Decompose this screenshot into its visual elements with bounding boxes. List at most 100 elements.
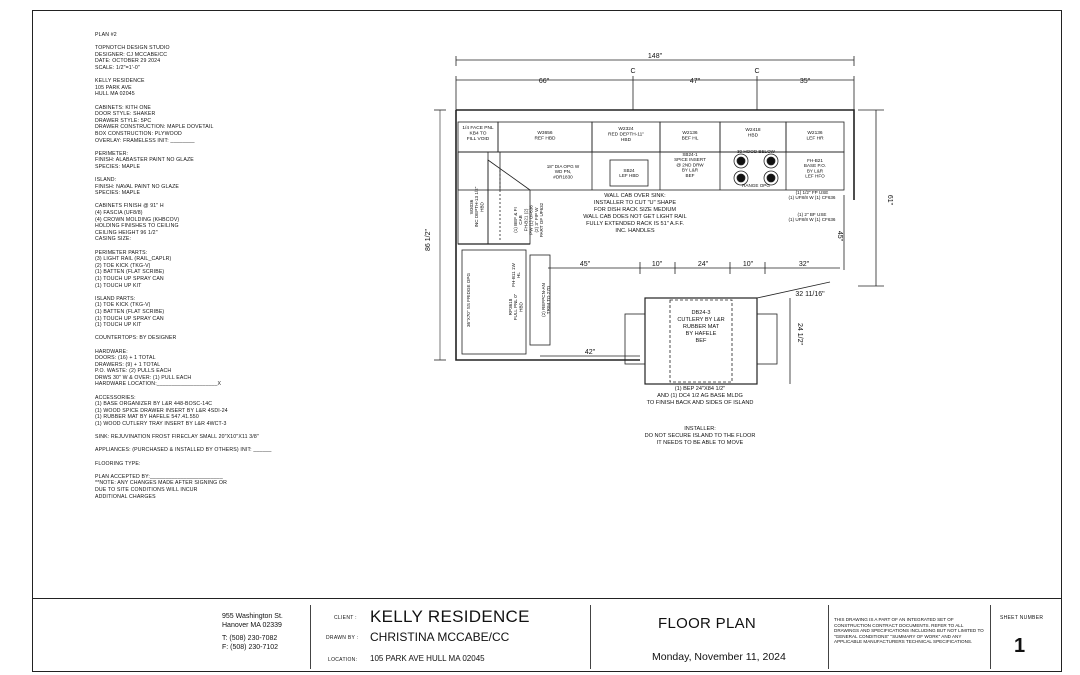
cabinet-label-line: SB24 (623, 168, 635, 173)
sheet-note-line: (1) TOUCH UP KIT (95, 322, 142, 329)
cabinet-label-line: BEF HL (682, 136, 699, 142)
sink-note-line: FOR DISH RACK SIZE MEDIUM (593, 207, 677, 213)
sheet-note-line: APPLIANCES: (PURCHASED & INSTALLED BY OT… (95, 447, 272, 454)
sheet-note-line: (1) BATTEN (FLAT SCRIBE) (95, 269, 165, 276)
drawing-date: Monday, November 11, 2024 (652, 651, 786, 663)
sheet-note-line: ACCESSORIES: (95, 394, 136, 401)
sink-note-line: INSTALLER TO CUT "U" SHAPE (593, 200, 677, 206)
sheet-note-line: HULL MA 02045 (95, 91, 135, 98)
sheet-note-line: (1) RUBBER MAT BY HAFELE 547.41.550 (95, 414, 199, 421)
cabinet-label-line: CAB (518, 215, 523, 224)
sheet-note-line: TOPNOTCH DESIGN STUDIO (95, 45, 170, 52)
sheet-note-line: (1) TOUCH UP SPRAY CAN (95, 315, 164, 322)
phone-number: T: (508) 230-7082 (222, 635, 278, 642)
sheet-number: 1 (1014, 635, 1026, 657)
cabinet-label-line: FH-B11 1W (511, 263, 516, 287)
sheet-title: FLOOR PLAN (658, 615, 757, 632)
cabinet-label-line: (2) 3" FIP W (534, 207, 539, 233)
address-line-2: Hanover MA 02339 (222, 621, 282, 629)
sheet-note-line: CABINETS: KITH ONE (95, 104, 152, 111)
sheet-note-line: (1) TOUCH UP SPRAY CAN (95, 275, 164, 282)
sheet-note-line: DOOR STYLE: SHAKER (95, 111, 156, 118)
drawn-by-value: CHRISTINA MCCABE/CC (370, 630, 510, 644)
dim-35: 35" (800, 78, 811, 85)
sheet-note-line: (2) TOE KICK (TKG-V) (95, 262, 151, 269)
cabinet-label-line: 18" DIA OPG W (547, 164, 580, 169)
sink-note-line: WALL CAB DOES NOT GET LIGHT RAIL (583, 214, 687, 220)
sheet-note-line: PLAN #2 (95, 32, 117, 38)
dim-bottom-42: 42" (585, 349, 596, 356)
sheet-note-line: (1) BASE ORGANIZER BY L&R 448-BOSC-14C (95, 401, 213, 408)
cabinet-label-line: FILL VOID (467, 136, 490, 142)
dim-run-10b: 10" (743, 261, 754, 268)
cabinet-label-line: (1) UF8/8 W (1) CF636 (789, 217, 836, 222)
dim-overall: 148" (648, 53, 663, 60)
center-mark-1: C (630, 68, 635, 75)
sheet-note-line: (1) TOE KICK (TKG-V) (95, 302, 151, 309)
sheet-note-line: PLAN ACCEPTED BY:_______________________… (95, 473, 223, 480)
cabinet-label-line: RP3618 (508, 298, 513, 315)
sheet-note-line: HOLDING FINISHES TO CEILING (95, 223, 179, 230)
dim-47: 47" (690, 78, 701, 85)
cabinet-label-line: LEF HR (806, 136, 824, 142)
cabinet-label-line: INC DEPTH-13 1/2" (474, 186, 479, 227)
cabinet-label-line: SB24-1 (682, 152, 698, 157)
cabinet-label-line: (1) 1/2" FP USE (796, 190, 829, 195)
island-label-line: RUBBER MAT (682, 324, 720, 330)
sheet-note-line: (1) BATTEN (FLAT SCRIBE) (95, 308, 165, 315)
sheet-note-line: ISLAND PARTS: (95, 295, 136, 302)
sheet-note-line: KELLY RESIDENCE (95, 78, 145, 85)
drawn-by-label: DRAWN BY : (326, 635, 359, 641)
cabinet-label-line: LEF HBD (619, 173, 639, 178)
cabinet-label-line: BEF (686, 173, 695, 178)
sheet-number-label: SHEET NUMBER (1000, 615, 1044, 621)
sheet-note-line: SINK: REJUVINATION FROST FIRECLAY SMALL … (95, 434, 259, 441)
client-label: CLIENT : (334, 615, 357, 621)
cabinet-label-line: W3036 (469, 199, 474, 214)
sheet-note-line: SCALE: 1/2"=1'-0" (95, 64, 140, 71)
sheet-note-line: DRWS 30" W & OVER: (1) PULL EACH (95, 374, 192, 381)
sheet-note-line: DRAWER STYLE: 5PC (95, 117, 152, 124)
dim-right-height: 61" (886, 195, 893, 206)
company-address: 955 Washington St. Hanover MA 02339 T: (… (222, 613, 283, 652)
cabinet-label-line: (1) BEF & FI (513, 207, 518, 233)
cabinet-label-line: BY L&R (682, 168, 699, 173)
sheet-note-line: P.O. WASTE: (2) PULLS EACH (95, 368, 172, 375)
sheet-note-line: DOORS: (16) + 1 TOTAL (95, 355, 156, 362)
cabinet-label-line: W2324 (618, 126, 634, 132)
cabinet-label-line: HBD (621, 137, 632, 143)
dim-right-lower: 45" (836, 231, 843, 242)
sheet-note-line: SPECIES: MAPLE (95, 190, 141, 197)
cabinet-label-line: PART OF UF632 (539, 202, 544, 237)
cabinet-label-line: FULL PNL 0" (513, 293, 518, 320)
title-block: 955 Washington St. Hanover MA 02339 T: (… (32, 598, 1062, 672)
island-note-line: TO FINISH BACK AND SIDES OF ISLAND (646, 400, 754, 406)
sink-note: WALL CAB OVER SINK:INSTALLER TO CUT "U" … (560, 193, 710, 235)
dim-island-32: 32 11/16" (795, 291, 825, 298)
cabinet-label-line: HBD (748, 133, 759, 139)
cabinet-label-line: HL (516, 272, 521, 278)
cabinet-label-line: (2) REFPCN-AN (541, 283, 546, 317)
sheet-note-line: FINISH: NAVAL PAINT NO GLAZE (95, 183, 180, 190)
sheet-note-line: SPECIES: MAPLE (95, 163, 141, 170)
sheet-note-line: 105 PARK AVE (95, 84, 132, 91)
client-value: KELLY RESIDENCE (370, 607, 530, 626)
cabinet-label-line: #DR1830 (553, 174, 573, 179)
sheet-note-line: CEILING HEIGHT 96 1/2" (95, 229, 158, 236)
cabinet-label-line: PW (1) OF636 (529, 205, 534, 235)
cabinet-label-line: 1/4 FACE PNL (462, 125, 494, 131)
sink-note-line: INC. HANDLES (615, 228, 655, 234)
disclaimer: THIS DRAWING IS A PART OF AN INTEGRATED … (834, 617, 984, 645)
sheet-note-line: PERIMETER: (95, 150, 129, 157)
cabinet-label-line: (1) UF8/8 W (1) CF636 (789, 195, 836, 200)
installer-note-line: INSTALLER: (684, 426, 716, 432)
sheet-note-line: OVERLAY: FRAMELESS INIT: ________ (95, 137, 195, 144)
sheet-note-line: **NOTE: ANY CHANGES MADE AFTER SIGNING O… (95, 480, 228, 487)
sheet-note-line: DATE: OCTOBER 29 2024 (95, 58, 161, 65)
sheet-note-line: PERIMETER PARTS: (95, 249, 148, 256)
island-label-line: BY HAFELE (685, 331, 717, 337)
cabinet-label-line: LEF HFO (805, 174, 825, 179)
